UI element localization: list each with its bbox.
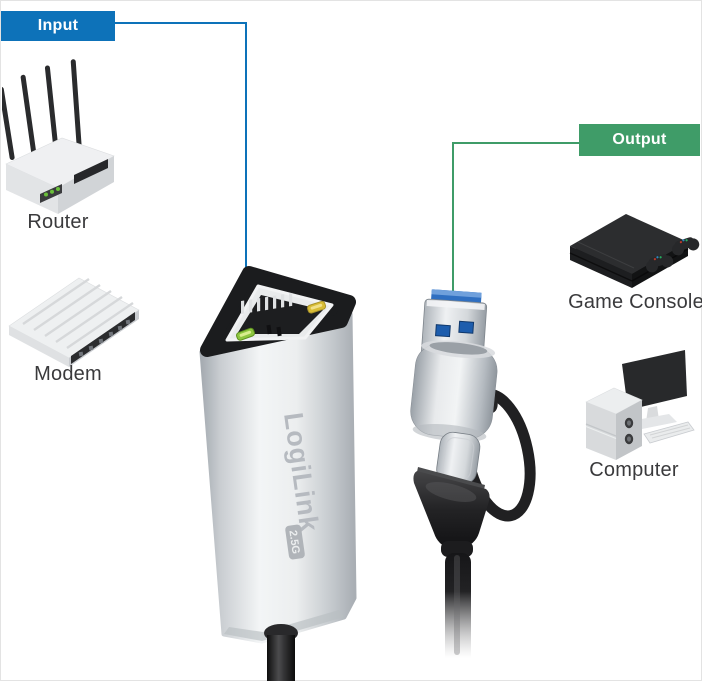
usb-combo-connector <box>410 289 536 681</box>
modem-port-strip <box>71 312 135 364</box>
game-console-label: Game Console <box>568 291 702 313</box>
router-antennas <box>2 59 82 161</box>
input-label-box: Input <box>1 11 115 41</box>
output-label-box: Output <box>579 124 700 156</box>
router-leds <box>44 187 60 197</box>
router-icon <box>2 59 115 214</box>
output-label: Output <box>612 131 667 148</box>
speed-badge: 2.5G <box>285 524 305 560</box>
keyboard-icon <box>643 421 695 444</box>
modem-icon <box>8 277 140 367</box>
router-port-slot <box>74 159 108 184</box>
input-connector-vertical <box>245 22 247 278</box>
router-label: Router <box>27 211 89 233</box>
game-console-icon <box>569 214 700 288</box>
ethernet-adapter-illustration: LogiLink 2.5G <box>199 266 357 681</box>
adapter-body <box>199 311 357 644</box>
output-connector-vertical <box>452 142 454 295</box>
rj45-port <box>200 266 356 357</box>
modem-vents <box>22 278 134 349</box>
modem-ports <box>78 319 131 357</box>
usb-cable <box>413 467 490 681</box>
monitor-icon <box>622 350 687 410</box>
computer-label: Computer <box>589 459 679 481</box>
modem-label: Modem <box>34 363 102 385</box>
green-led <box>236 327 255 341</box>
game-controller-icon <box>672 237 700 256</box>
input-connector-horizontal <box>115 22 247 24</box>
svg-text:2.5G: 2.5G <box>286 530 301 555</box>
usb-adapter-sleeve <box>410 340 498 442</box>
yellow-led <box>307 300 327 314</box>
input-label: Input <box>37 17 79 34</box>
adapter-cable <box>264 624 298 681</box>
computer-icon <box>585 350 695 460</box>
rj45-pins <box>241 292 293 314</box>
game-controller-icon <box>646 254 674 273</box>
output-connector-horizontal <box>452 142 579 144</box>
